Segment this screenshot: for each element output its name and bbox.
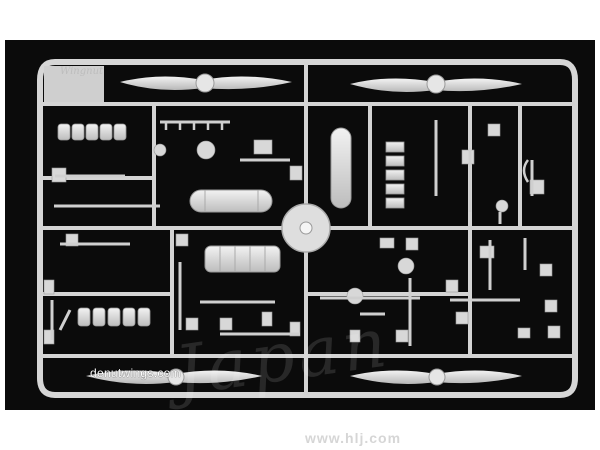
fuel-tank-vertical — [330, 127, 352, 209]
propeller-top-left — [120, 73, 292, 93]
cylinder-row-bottom — [77, 307, 151, 327]
radiator-stack — [385, 141, 405, 209]
maker-mark: Wingnut — [60, 66, 104, 77]
central-disc — [281, 203, 331, 253]
identification-tab — [44, 66, 104, 102]
fuel-tank-horizontal — [189, 189, 273, 213]
watermark-url: denutwings.com — [90, 366, 181, 380]
propeller-top-right — [350, 74, 522, 94]
propeller-bottom-right — [350, 368, 522, 386]
cylinder-row-top — [57, 123, 127, 141]
small-parts — [43, 123, 561, 345]
exhaust-hooks — [164, 122, 530, 183]
watermark-site: www.hlj.com — [305, 430, 402, 446]
propeller-bottom-left — [86, 368, 262, 386]
engine-block — [204, 245, 281, 273]
struts-and-rods — [50, 120, 534, 346]
sprue-frame — [37, 59, 578, 398]
